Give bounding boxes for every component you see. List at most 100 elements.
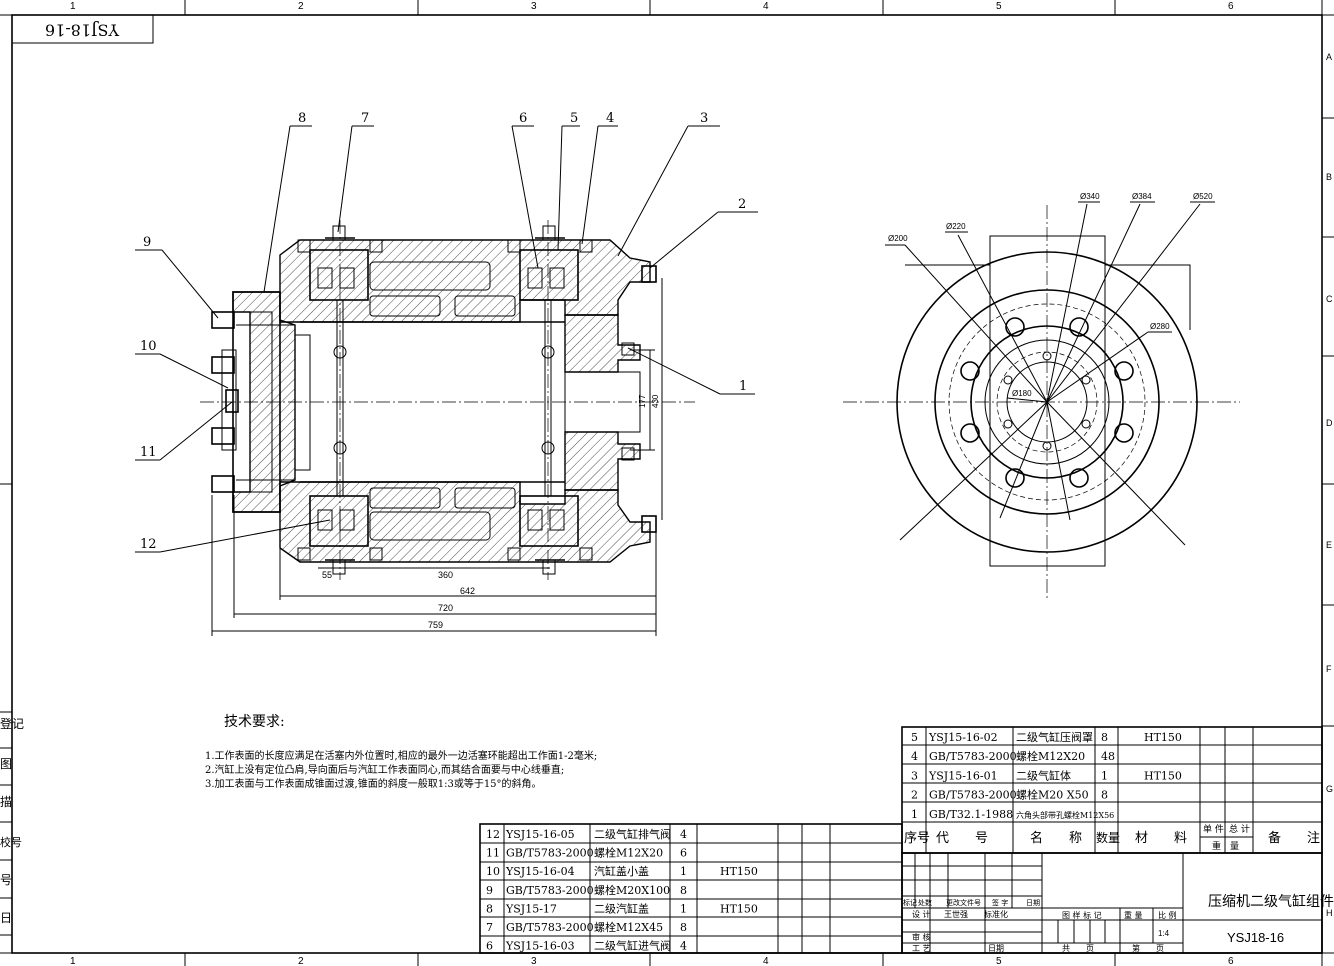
col-label-3-bottom: 3: [531, 956, 537, 966]
side-stamp-5: 日: [0, 911, 12, 925]
bom-row-code: GB/T5783-2000: [929, 750, 1017, 763]
balloon-12: 12: [140, 537, 157, 552]
bom-row-code: YSJ15-16-03: [505, 940, 575, 953]
bom-row-no: 6: [486, 940, 493, 953]
dimensions: 55 360 642 720 759 177 430: [211, 278, 663, 636]
balloon-2: 2: [738, 197, 746, 212]
bom-row-name: 二级气缸进气阀: [594, 939, 671, 953]
row-label-h: H: [1326, 908, 1333, 918]
col-label-2: 2: [298, 1, 304, 12]
bom-row-no: 8: [486, 902, 493, 915]
bom-row-qty: 8: [680, 921, 687, 934]
bom-row-qty: 6: [680, 847, 687, 860]
technical-requirements: 技术要求: 1.工作表面的长度应满足在活塞内外位置时,相应的最外一边活塞环能超出…: [205, 714, 597, 790]
dim-759: 759: [428, 620, 443, 630]
col-label-4-bottom: 4: [763, 956, 769, 966]
dim-642: 642: [460, 586, 475, 596]
bom-right: [901, 726, 1323, 854]
bom-header-no: 序号: [904, 831, 930, 846]
tech-note-3: 3.加工表面与工作表面成锥面过渡,锥面的斜度一般取1:3或等于15°的斜角。: [205, 777, 542, 790]
col-label-4: 4: [763, 1, 769, 12]
tb-date: 日期: [988, 944, 1004, 953]
dim-430: 430: [651, 394, 660, 408]
bom-row-code: GB/T5783-2000: [506, 847, 594, 860]
section-view: 55 360 642 720 759 177 430 1 2 3 4 5: [135, 111, 758, 636]
col-label-5: 5: [996, 1, 1002, 12]
bom-row-code: GB/T5783-2000: [506, 884, 594, 897]
tb-process: 工 艺: [912, 944, 931, 953]
drawing-number-stamp: YSJ18-16: [11, 14, 154, 44]
bom-row-no: 3: [911, 769, 918, 782]
bom-header-remark: 备 注: [1268, 830, 1320, 846]
bom-row-no: 11: [486, 847, 500, 860]
rev-header-count: 处数: [918, 898, 932, 907]
valve-upper-left: [297, 225, 383, 301]
end-view-bolts: [960, 317, 1134, 488]
tb-standard: 标准化: [984, 909, 1008, 919]
balloon-10: 10: [140, 339, 157, 354]
bom-row-code: YSJ15-16-04: [505, 865, 575, 878]
col-label-6-bottom: 6: [1228, 956, 1234, 966]
stamp-text: YSJ18-16: [45, 21, 120, 40]
dia-180: Ø180: [1012, 389, 1032, 398]
col-label-2-bottom: 2: [298, 956, 304, 966]
col-label-1: 1: [70, 1, 76, 12]
bom-row-code: YSJ15-16-01: [928, 769, 998, 782]
valve-lower-right: [507, 495, 593, 575]
bom-header-total-weight: 总 计: [1229, 823, 1250, 835]
dia-340: Ø340: [1080, 192, 1100, 201]
row-label-c: C: [1326, 294, 1333, 304]
side-stamp: 登记 图 描 校号 号 日: [0, 711, 24, 936]
bom-row-qty: 4: [680, 828, 687, 841]
balloon-4: 4: [606, 111, 614, 126]
bom-row-name: 螺栓M12X20: [1016, 749, 1085, 763]
bom-row-no: 4: [911, 750, 918, 763]
col-label-3: 3: [531, 1, 537, 12]
balloon-11: 11: [140, 445, 157, 460]
bom-header: 序号 代 号 名 称 数量 材 料 单 件 总 计 重 量 备 注: [904, 823, 1320, 852]
bom-row-qty: 8: [1101, 789, 1108, 802]
bom-row-no: 1: [911, 808, 918, 821]
bom-row-qty: 8: [680, 884, 687, 897]
bom-row-no: 7: [486, 921, 493, 934]
bom-row-name: 汽缸盖小盖: [594, 864, 649, 878]
bom-row-name: 二级气缸压阀罩: [1016, 730, 1093, 744]
end-view: Ø200 Ø220 Ø340 Ø384 Ø520 Ø280 Ø180: [843, 192, 1240, 600]
row-label-d: D: [1326, 418, 1333, 428]
col-label-5-bottom: 5: [996, 956, 1002, 966]
dia-384: Ø384: [1132, 192, 1152, 201]
dia-200: Ø200: [888, 234, 908, 243]
bom-row-no: 10: [486, 865, 500, 878]
tech-title: 技术要求:: [224, 714, 285, 730]
tb-title: 压缩机二级气缸组件: [1208, 893, 1334, 910]
balloon-6: 6: [519, 111, 527, 126]
rev-header-date: 日期: [1026, 899, 1040, 907]
bom-row-name: 螺栓M20X100: [594, 883, 670, 897]
cylinder-cover: [221, 291, 296, 513]
dim-177: 177: [638, 394, 647, 408]
row-label-f: F: [1326, 664, 1332, 674]
bom-header-qty: 数量: [1096, 830, 1120, 845]
leaders: [135, 125, 758, 553]
bom-row-qty: 4: [680, 940, 687, 953]
valve-upper-right: [507, 225, 593, 301]
bom-row-code: GB/T32.1-1988: [929, 808, 1013, 821]
bom-row-name: 二级气缸体: [1016, 768, 1071, 782]
bom-row-name: 螺栓M12X45: [594, 920, 663, 934]
bom-row-name: 螺栓M12X20: [594, 846, 663, 860]
bom-row-material: HT150: [1144, 731, 1182, 744]
tech-note-2: 2.汽缸上没有定位凸肩,导向面后与汽缸工作表面同心,而其结合面要与中心线垂直;: [205, 763, 564, 776]
bom-row-code: YSJ15-16-05: [505, 828, 575, 841]
row-label-e: E: [1326, 540, 1332, 550]
valve-lower-left: [297, 495, 383, 575]
bom-header-name: 名 称: [1030, 830, 1082, 846]
bom-row-no: 2: [911, 789, 918, 802]
tb-check: 审 核: [912, 932, 931, 942]
tech-note-1: 1.工作表面的长度应满足在活塞内外位置时,相应的最外一边活塞环能超出工作面1-2…: [205, 749, 597, 762]
bom-row-qty: 1: [680, 902, 687, 915]
side-stamp-3: 校号: [0, 835, 22, 849]
rev-header-mark: 标记: [903, 898, 917, 907]
bom-row-name: 二级汽缸盖: [594, 901, 649, 915]
